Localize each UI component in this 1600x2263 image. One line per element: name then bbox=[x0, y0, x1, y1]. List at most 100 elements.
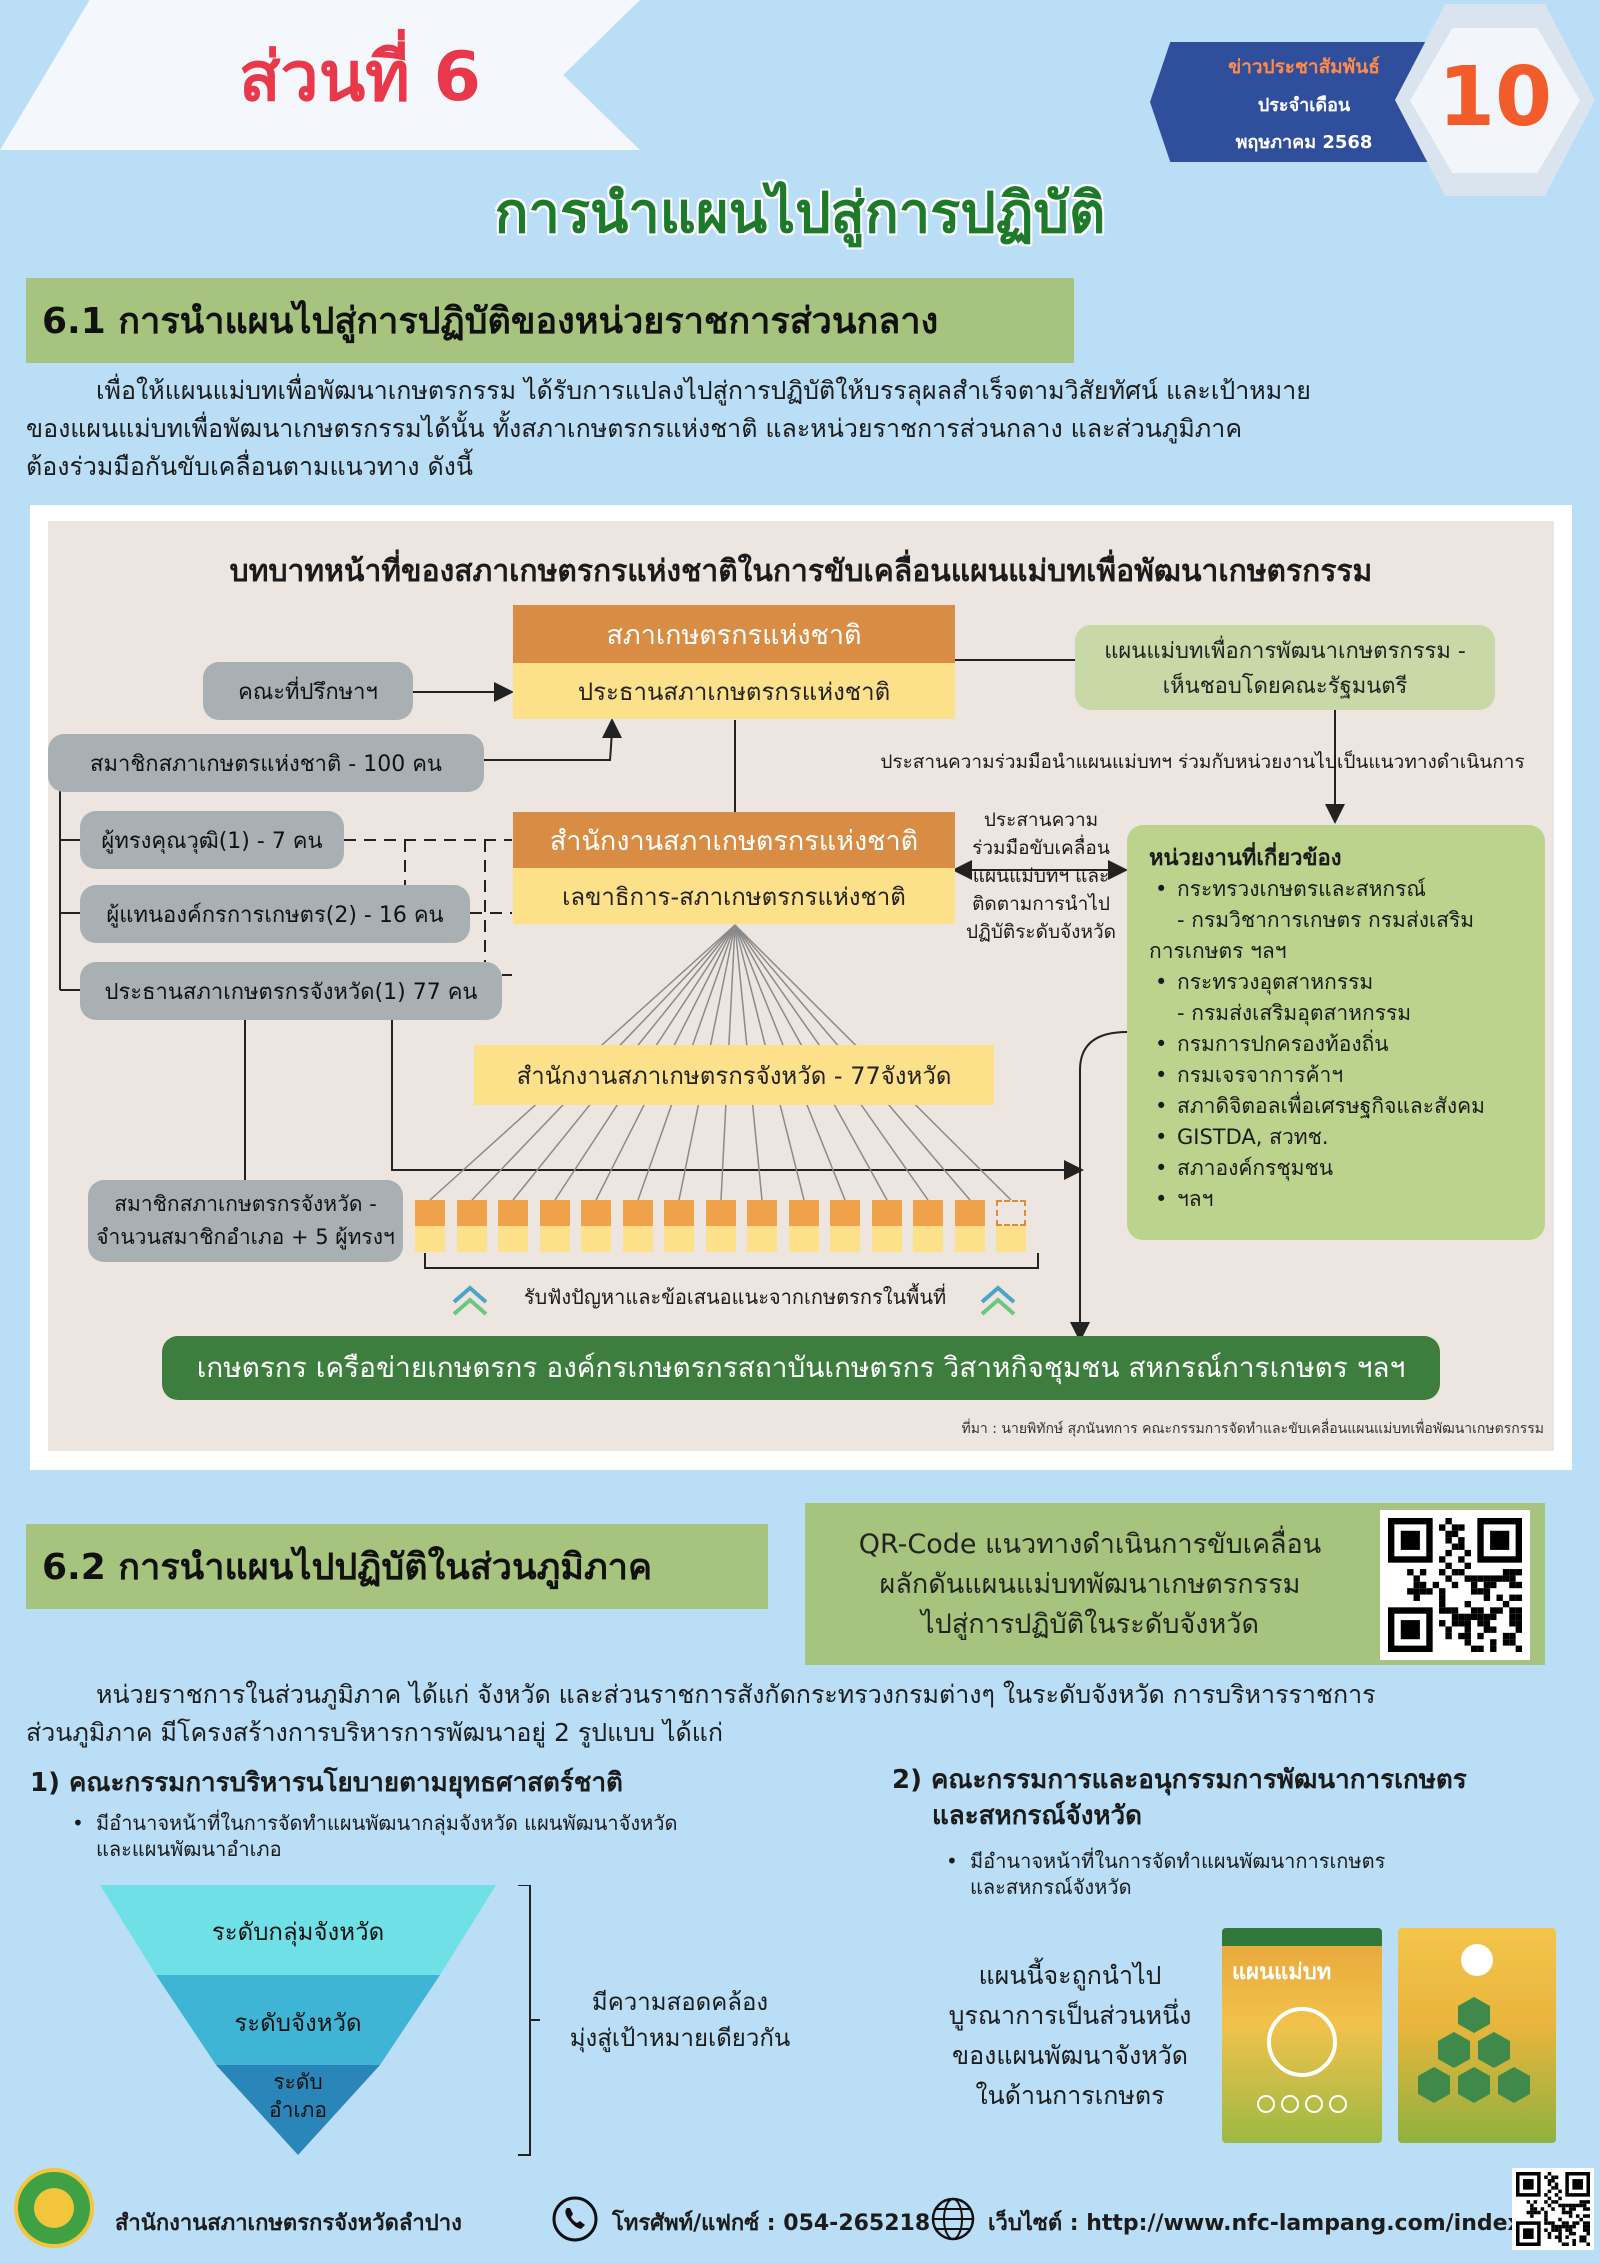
council-chair-box: ประธานสภาเกษตรกรแห่งชาติ bbox=[513, 663, 955, 719]
issue-number: 10 bbox=[1437, 50, 1553, 145]
agency-item: ฯลฯ bbox=[1149, 1184, 1523, 1215]
pyramid-level-province: ระดับจังหวัด bbox=[234, 2009, 362, 2037]
book-target-icon bbox=[1267, 2007, 1337, 2077]
news-badge: ข่าวประชาสัมพันธ์ ประจำเดือน พฤษภาคม 256… bbox=[1150, 42, 1440, 162]
provincial-office-square bbox=[871, 1200, 902, 1252]
provincial-office-square bbox=[456, 1200, 487, 1252]
qr-line1: QR-Code แนวทางดำเนินการขับเคลื่อน bbox=[858, 1529, 1322, 1560]
news-month: พฤษภาคม 2568 bbox=[1235, 132, 1373, 153]
section1-paragraph-line3: ต้องร่วมมือกันขับเคลื่อนตามแนวทาง ดังนี้ bbox=[26, 452, 473, 481]
agency-item: - กรมวิชาการเกษตร กรมส่งเสริม bbox=[1177, 908, 1475, 932]
pyramid-level-province-group: ระดับกลุ่มจังหวัด bbox=[211, 1918, 385, 1946]
pyramid-level-district: ระดับ อำเภอ bbox=[100, 2068, 496, 2124]
plan-integration-note: แผนนี้จะถูกนำไป บูรณาการเป็นส่วนหนึ่ง ขอ… bbox=[925, 1956, 1215, 2116]
coordination-line3: แผนแม่บทฯ และ bbox=[972, 865, 1110, 887]
book-emblem-icon bbox=[1461, 1944, 1493, 1976]
master-plan-box: แผนแม่บทเพื่อการพัฒนาเกษตรกรรม - เห็นชอบ… bbox=[1075, 625, 1495, 710]
plan-note-line4: ในด้านการเกษตร bbox=[975, 2081, 1165, 2110]
item1-bullet-line2: และแผนพัฒนาอำเภอ bbox=[96, 1837, 282, 1861]
section1-paragraph: เพื่อให้แผนแม่บทเพื่อพัฒนาเกษตรกรรม ได้ร… bbox=[26, 372, 1586, 486]
chevron-up-icon bbox=[452, 1285, 488, 1316]
advisors-box: คณะที่ปรึกษาฯ bbox=[203, 662, 413, 720]
footer-website[interactable]: เว็บไซต์ : http://www.nfc-lampang.com/in… bbox=[988, 2211, 1578, 2236]
secretary-box: เลขาธิการ-สภาเกษตรกรแห่งชาติ bbox=[513, 868, 955, 924]
agency-item: กรมการปกครองท้องถิ่น bbox=[1149, 1029, 1523, 1060]
provincial-members-line1: สมาชิกสภาเกษตรกรจังหวัด - bbox=[114, 1192, 377, 1216]
experts-box: ผู้ทรงคุณวุฒิ(1) - 7 คน bbox=[80, 811, 344, 869]
master-plan-line1: แผนแม่บทเพื่อการพัฒนาเกษตรกรรม - bbox=[1104, 638, 1466, 664]
globe-icon bbox=[931, 2197, 975, 2241]
qr-code-icon[interactable] bbox=[1380, 1510, 1530, 1660]
pyramid-level-district-line2: อำเภอ bbox=[268, 2098, 328, 2122]
item1-bullet-line1: มีอำนาจหน้าที่ในการจัดทำแผนพัฒนากลุ่มจัง… bbox=[68, 1810, 828, 1836]
item2-bullet: มีอำนาจหน้าที่ในการจัดทำแผนพัฒนาการเกษตร… bbox=[942, 1848, 1542, 1900]
book-title: แผนแม่บท bbox=[1232, 1960, 1332, 1985]
administration-pyramid bbox=[100, 1885, 540, 2156]
provincial-office-square bbox=[622, 1200, 653, 1252]
item2-title-line2: และสหกรณ์จังหวัด bbox=[932, 1801, 1143, 1831]
provincial-office-square bbox=[913, 1200, 943, 1252]
news-period-label: ประจำเดือน bbox=[1257, 95, 1351, 116]
main-title: การนำแผนไปสู่การปฏิบัติ bbox=[494, 181, 1106, 246]
phone-icon bbox=[552, 2196, 598, 2242]
provincial-chairs-box: ประธานสภาเกษตรกรจังหวัด(1) 77 คน bbox=[80, 962, 502, 1020]
provincial-office-square bbox=[996, 1200, 1026, 1252]
agency-item: กรมเจรจาการค้าฯ bbox=[1149, 1060, 1523, 1091]
item2-title: 2) คณะกรรมการและอนุกรรมการพัฒนาการเกษตร … bbox=[892, 1762, 1592, 1834]
plan-note-line3: ของแผนพัฒนาจังหวัด bbox=[952, 2041, 1188, 2070]
footer-phone: โทรศัพท์/แฟกซ์ : 054-265218 bbox=[612, 2211, 931, 2236]
footer-qr-code-icon[interactable] bbox=[1512, 2168, 1594, 2250]
agency-item: การเกษตร ฯลฯ bbox=[1149, 939, 1287, 963]
agency-item: สภาองค์กรชุมชน bbox=[1149, 1153, 1523, 1184]
council-logo bbox=[14, 2168, 94, 2248]
plan-note-line2: บูรณาการเป็นส่วนหนึ่ง bbox=[948, 2001, 1192, 2030]
section2-heading: 6.2 การนำแผนไปปฏิบัติในส่วนภูมิภาค bbox=[26, 1524, 768, 1609]
coordination-line1: ประสานความ bbox=[983, 809, 1099, 831]
part-title: ส่วนที่ 6 bbox=[239, 38, 481, 117]
master-plan-book-cover-back bbox=[1398, 1928, 1556, 2143]
coordinate-note: ประสานความร่วมมือนำแผนแม่บทฯ ร่วมกับหน่ว… bbox=[880, 751, 1525, 773]
provincial-office-square bbox=[747, 1200, 777, 1252]
section2-paragraph-line1: หน่วยราชการในส่วนภูมิภาค ได้แก่ จังหวัด … bbox=[96, 1680, 1376, 1709]
provincial-office-square bbox=[788, 1200, 819, 1252]
section1-paragraph-line2: ของแผนแม่บทเพื่อพัฒนาเกษตรกรรมได้นั้น ทั… bbox=[26, 414, 1243, 443]
header-arrow-banner bbox=[0, 0, 640, 150]
issue-hexagon-inner bbox=[1410, 28, 1580, 173]
plan-note-line1: แผนนี้จะถูกนำไป bbox=[978, 1961, 1162, 1990]
item1-title: 1) คณะกรรมการบริหารนโยบายตามยุทธศาสตร์ชา… bbox=[30, 1768, 623, 1798]
agency-item: กระทรวงอุตสาหกรรม bbox=[1149, 967, 1523, 998]
master-plan-line2: เห็นชอบโดยคณะรัฐมนตรี bbox=[1162, 673, 1408, 699]
listen-note: รับฟังปัญหาและข้อเสนอแนะจากเกษตรกรในพื้น… bbox=[523, 1285, 947, 1309]
alignment-note-line1: มีความสอดคล้อง bbox=[591, 1988, 769, 2016]
provincial-office-square bbox=[664, 1200, 694, 1252]
provincial-members-box: สมาชิกสภาเกษตรกรจังหวัด - จำนวนสมาชิกอำเ… bbox=[88, 1180, 403, 1262]
agency-item: กระทรวงเกษตรและสหกรณ์ bbox=[1149, 874, 1523, 905]
qr-line2: ผลักดันแผนแม่บทพัฒนาเกษตรกรรม bbox=[879, 1569, 1301, 1600]
agency-item: สภาดิจิตอลเพื่อเศรษฐกิจและสังคม bbox=[1149, 1091, 1523, 1122]
related-agencies-box: หน่วยงานที่เกี่ยวข้อง กระทรวงเกษตรและสหก… bbox=[1127, 825, 1545, 1240]
footer-office-name: สำนักงานสภาเกษตรกรจังหวัดลำปาง bbox=[115, 2211, 462, 2236]
coordination-label: ประสานความ ร่วมมือขับเคลื่อน แผนแม่บทฯ แ… bbox=[960, 806, 1122, 946]
item2-bullet-line1: มีอำนาจหน้าที่ในการจัดทำแผนพัฒนาการเกษตร bbox=[942, 1848, 1542, 1874]
council-office-box: สำนักงานสภาเกษตรกรแห่งชาติ bbox=[513, 812, 955, 868]
item2-bullet-line2: และสหกรณ์จังหวัด bbox=[970, 1875, 1132, 1899]
book-hexagons-icon bbox=[1418, 1997, 1530, 2103]
agency-item: - กรมส่งเสริมอุตสาหกรรม bbox=[1177, 1001, 1412, 1025]
provincial-office-square bbox=[954, 1200, 985, 1252]
chevron-up-icon bbox=[980, 1285, 1016, 1316]
provincial-office-square bbox=[415, 1200, 445, 1252]
provincial-office-square bbox=[830, 1200, 860, 1252]
provincial-office-box: สำนักงานสภาเกษตรกรจังหวัด - 77จังหวัด bbox=[474, 1045, 994, 1105]
master-plan-book-cover-front: แผนแม่บท bbox=[1222, 1928, 1382, 2143]
agencies-list: กระทรวงเกษตรและสหกรณ์ - กรมวิชาการเกษตร … bbox=[1149, 874, 1523, 1215]
national-members-box: สมาชิกสภาเกษตรแห่งชาติ - 100 คน bbox=[48, 734, 484, 792]
provincial-office-square bbox=[581, 1200, 611, 1252]
pyramid-level-district-line1: ระดับ bbox=[273, 2070, 323, 2094]
org-representatives-box: ผู้แทนองค์กรการเกษตร(2) - 16 คน bbox=[80, 885, 470, 943]
agency-item: GISTDA, สวทช. bbox=[1149, 1122, 1523, 1153]
qr-line3: ไปสู่การปฏิบัติในระดับจังหวัด bbox=[921, 1609, 1259, 1640]
coordination-line4: ติดตามการนำไป bbox=[972, 893, 1110, 915]
diagram-title: บทบาทหน้าที่ของสภาเกษตรกรแห่งชาติในการขั… bbox=[229, 554, 1373, 589]
farmers-network-box: เกษตรกร เครือข่ายเกษตรกร องค์กรเกษตรกรสถ… bbox=[162, 1336, 1440, 1400]
qr-description: QR-Code แนวทางดำเนินการขับเคลื่อน ผลักดั… bbox=[820, 1525, 1360, 1645]
